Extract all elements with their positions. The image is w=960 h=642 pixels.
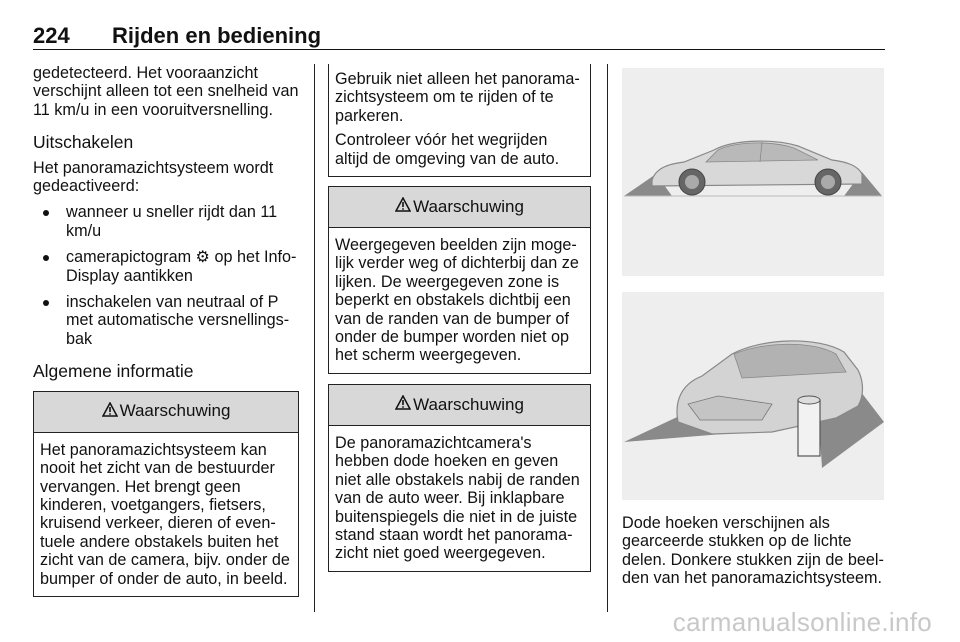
bullet-icon <box>43 300 49 307</box>
car-side-illustration <box>622 68 884 276</box>
bullet-icon <box>43 210 49 217</box>
warning-triangle-icon <box>101 401 118 421</box>
column-left: gedetecteerd. Het vooraanzicht verschijn… <box>33 64 301 597</box>
warning-text: Weergegeven beelden zijn moge-lijk verde… <box>335 236 579 365</box>
warning-box-2: Waarschuwing Weergegeven beelden zijn mo… <box>328 186 591 374</box>
section-heading-algemene-informatie: Algemene informatie <box>33 361 194 382</box>
list-item: camerapictogram ⚙ op het Info-Display aa… <box>33 248 301 285</box>
warning-text: De panoramazichtcamera's hebben dode hoe… <box>335 433 580 563</box>
warning-box-header: Waarschuwing <box>329 384 590 426</box>
page-number: 224 <box>33 23 70 48</box>
warning-box-3: Waarschuwing De panoramazichtcamera's he… <box>328 383 591 572</box>
warning-text: Het panoramazichtsysteem kan nooit het z… <box>40 440 290 588</box>
warning-title: Waarschuwing <box>413 196 524 216</box>
chapter-title: Rijden en bediening <box>112 23 322 48</box>
warning-box-1: Waarschuwing Het panoramazichtsysteem ka… <box>33 390 299 597</box>
warning-triangle-icon <box>394 394 412 414</box>
warning-box-header: Waarschuwing <box>329 187 590 229</box>
header-rule <box>33 49 885 50</box>
warning-box-header: Waarschuwing <box>34 391 298 433</box>
off-bullet-list: wanneer u sneller rijdt dan 11 km/u came… <box>33 203 301 348</box>
off-paragraph: Het panoramazichtsysteem wordt gedeactiv… <box>33 158 274 196</box>
continued-paragraph-1: Gebruik niet alleen het panorama-zichtsy… <box>335 70 580 125</box>
bullet-icon <box>43 255 49 262</box>
list-item: wanneer u sneller rijdt dan 11 km/u <box>33 203 301 240</box>
list-item: inschakelen van neutraal of P met automa… <box>33 293 301 348</box>
figure-caption: Dode hoeken verschijnen als gearceerde s… <box>622 514 884 588</box>
blind-spot-front <box>844 172 882 196</box>
continued-paragraph-2: Controleer vóór het wegrijden altijd de … <box>335 131 560 168</box>
warning-title: Waarschuwing <box>119 401 231 421</box>
watermark: carmanualsonline.info <box>672 607 932 637</box>
warning-box-continued: Gebruik niet alleen het panorama-zichtsy… <box>328 64 591 178</box>
page-header: 224 Rijden en bediening <box>33 23 885 51</box>
warning-triangle-icon <box>394 196 412 216</box>
warning-title: Waarschuwing <box>413 394 524 414</box>
car-front-illustration <box>622 292 884 500</box>
section-heading-uitschakelen: Uitschakelen <box>33 132 134 153</box>
column-divider-left <box>314 64 315 612</box>
intro-paragraph: gedetecteerd. Het vooraanzicht verschijn… <box>33 64 299 119</box>
column-middle: Gebruik niet alleen het panorama-zichtsy… <box>328 64 593 572</box>
column-divider-right <box>607 64 608 612</box>
